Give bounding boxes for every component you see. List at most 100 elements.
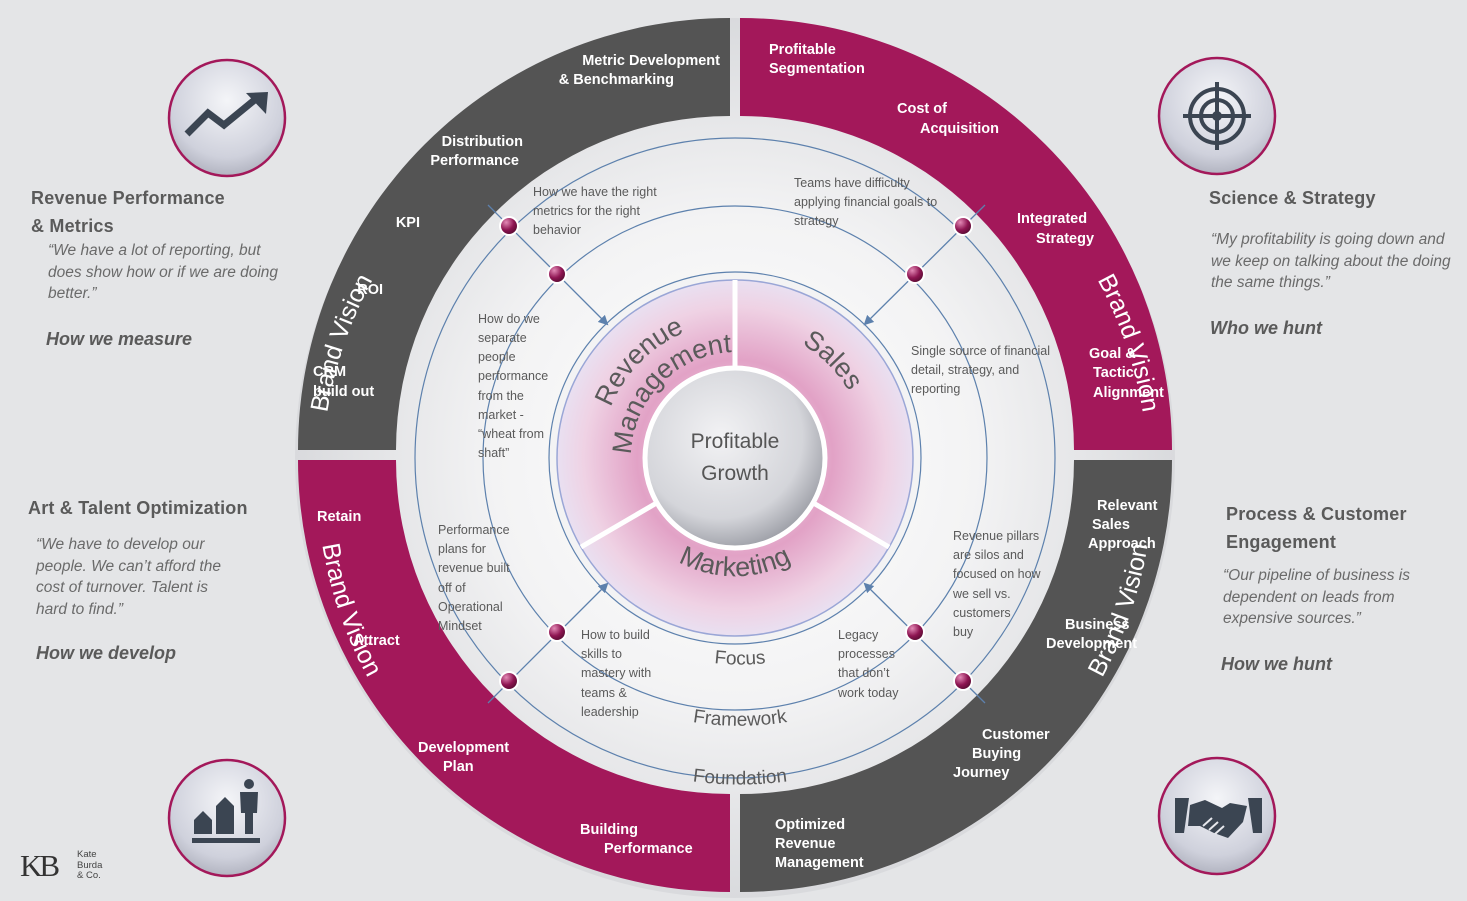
marker-dots	[499, 216, 973, 691]
item-strategy: Strategy	[1036, 231, 1094, 247]
challenge-line: Revenue pillars	[953, 529, 1039, 543]
challenge-line: customers	[953, 606, 1011, 620]
segment-divider	[808, 498, 891, 550]
quadrant-band-top-left	[298, 18, 730, 450]
quadrant-band-bottom-left	[298, 460, 730, 892]
challenge-line: buy	[953, 625, 974, 639]
item-cost-of: Cost of	[897, 101, 947, 117]
item-management: Management	[775, 855, 864, 871]
challenge-line: focused on how	[953, 567, 1042, 581]
target-icon	[1183, 82, 1251, 150]
panel-how: How we hunt	[1221, 653, 1332, 674]
item-building-performance: Performance	[604, 841, 693, 857]
challenge-line: market -	[478, 408, 524, 422]
quadrant-band-bottom-right	[740, 460, 1172, 892]
challenge-line: people	[478, 350, 516, 364]
item-approach: Approach	[1088, 536, 1156, 552]
marker-dot	[547, 622, 567, 642]
challenge-line: revenue built	[438, 561, 510, 575]
marker-dot	[499, 216, 519, 236]
icon-badge-bottom-left	[167, 758, 287, 878]
framework-ring	[482, 205, 988, 711]
panel-process-customer: Process & Customer Engagement “Our pipel…	[1221, 500, 1451, 675]
item-build-out: build out	[313, 384, 374, 400]
panel-title-line1: Revenue Performance	[31, 188, 225, 208]
logo-line: & Co.	[77, 870, 101, 881]
item-acquisition: Acquisition	[920, 121, 999, 137]
logo-line: Burda	[77, 859, 103, 871]
marker-dot	[905, 264, 925, 284]
panel-quote: “We have a lot of reporting, but does sh…	[48, 242, 279, 302]
item-optimized: Optimized	[775, 817, 845, 833]
foundation-ring	[414, 137, 1056, 779]
challenge-line: work today	[837, 686, 899, 700]
item-plan: Plan	[443, 759, 474, 775]
challenge-bottom-right-outer: Revenue pillars are silos and focused on…	[952, 529, 1042, 639]
icon-badge-top-right	[1157, 56, 1277, 176]
challenge-line: that don’t	[838, 666, 890, 680]
challenge-line: metrics for the right	[533, 204, 641, 218]
challenge-line: Performance	[438, 523, 510, 537]
ring-label-focus: Focus	[714, 647, 767, 669]
item-sales: Sales	[1092, 517, 1130, 533]
challenge-line: separate	[478, 331, 527, 345]
logo-name: Kate Burda & Co.	[77, 849, 103, 882]
item-relevant: Relevant	[1097, 498, 1158, 514]
challenge-line: Single source of financial	[911, 344, 1050, 358]
challenge-line: are silos and	[953, 548, 1024, 562]
panel-quote: “We have to develop our people. We can’t…	[36, 536, 221, 618]
logo-mark: KB	[20, 848, 60, 883]
challenge-line: skills to	[581, 647, 622, 661]
item-attract: Attract	[353, 633, 400, 649]
item-roi: ROI	[357, 282, 383, 298]
challenge-line: “wheat from	[478, 427, 544, 441]
ring-label-foundation: Foundation	[692, 765, 788, 789]
item-metric-development: Metric Development	[582, 53, 720, 69]
challenge-top-left-inner: How do we separate people performance fr…	[478, 312, 548, 460]
item-revenue: Revenue	[775, 836, 835, 852]
challenge-line: behavior	[533, 223, 581, 237]
growth-person-icon	[192, 779, 260, 843]
challenge-bottom-right-inner: Legacy processes that don’t work today	[837, 628, 899, 700]
item-distribution: Distribution	[442, 134, 523, 150]
item-retain: Retain	[317, 509, 361, 525]
challenge-line: How we have the right	[533, 185, 657, 199]
item-tactic: Tactic	[1093, 365, 1134, 381]
icon-badge-top-left	[167, 58, 287, 178]
challenge-line: How to build	[581, 628, 650, 642]
challenge-line: teams &	[581, 686, 628, 700]
challenge-line: from the	[478, 389, 524, 403]
marker-dot	[905, 622, 925, 642]
challenge-line: Operational	[438, 600, 503, 614]
panel-science-strategy: Science & Strategy “My profitability is …	[1209, 184, 1465, 339]
challenge-line: off of	[438, 581, 466, 595]
item-building: Building	[580, 822, 638, 838]
panel-title-line2: Engagement	[1226, 532, 1337, 552]
challenge-line: How do we	[478, 312, 540, 326]
challenge-line: performance	[478, 369, 548, 383]
center-circle	[642, 365, 828, 551]
item-customer: Customer	[982, 727, 1050, 743]
item-buying: Buying	[972, 746, 1021, 762]
panel-how: Who we hunt	[1210, 317, 1322, 338]
challenge-line: we sell vs.	[952, 587, 1011, 601]
challenge-bottom-left-inner: How to build skills to mastery with team…	[581, 628, 651, 719]
item-profitable: Profitable	[769, 42, 836, 58]
item-journey: Journey	[953, 765, 1009, 781]
item-segmentation: Segmentation	[769, 61, 865, 77]
panel-title: Science & Strategy	[1209, 188, 1376, 208]
logo-line: Kate	[77, 849, 97, 860]
panel-title: Art & Talent Optimization	[28, 498, 248, 518]
challenge-top-left-arc: How we have the right metrics for the ri…	[533, 185, 657, 237]
item-integrated: Integrated	[1017, 211, 1087, 227]
item-benchmarking: & Benchmarking	[559, 72, 674, 88]
challenge-line: plans for	[438, 542, 486, 556]
panel-how: How we measure	[46, 328, 193, 349]
challenge-line: Legacy	[838, 628, 879, 642]
challenge-bottom-left-outer: Performance plans for revenue built off …	[438, 523, 510, 633]
item-business-development: Development	[1046, 636, 1137, 652]
panel-how: How we develop	[36, 643, 177, 663]
icon-badge-bottom-right	[1157, 756, 1277, 876]
challenge-line: shaft”	[478, 446, 509, 460]
